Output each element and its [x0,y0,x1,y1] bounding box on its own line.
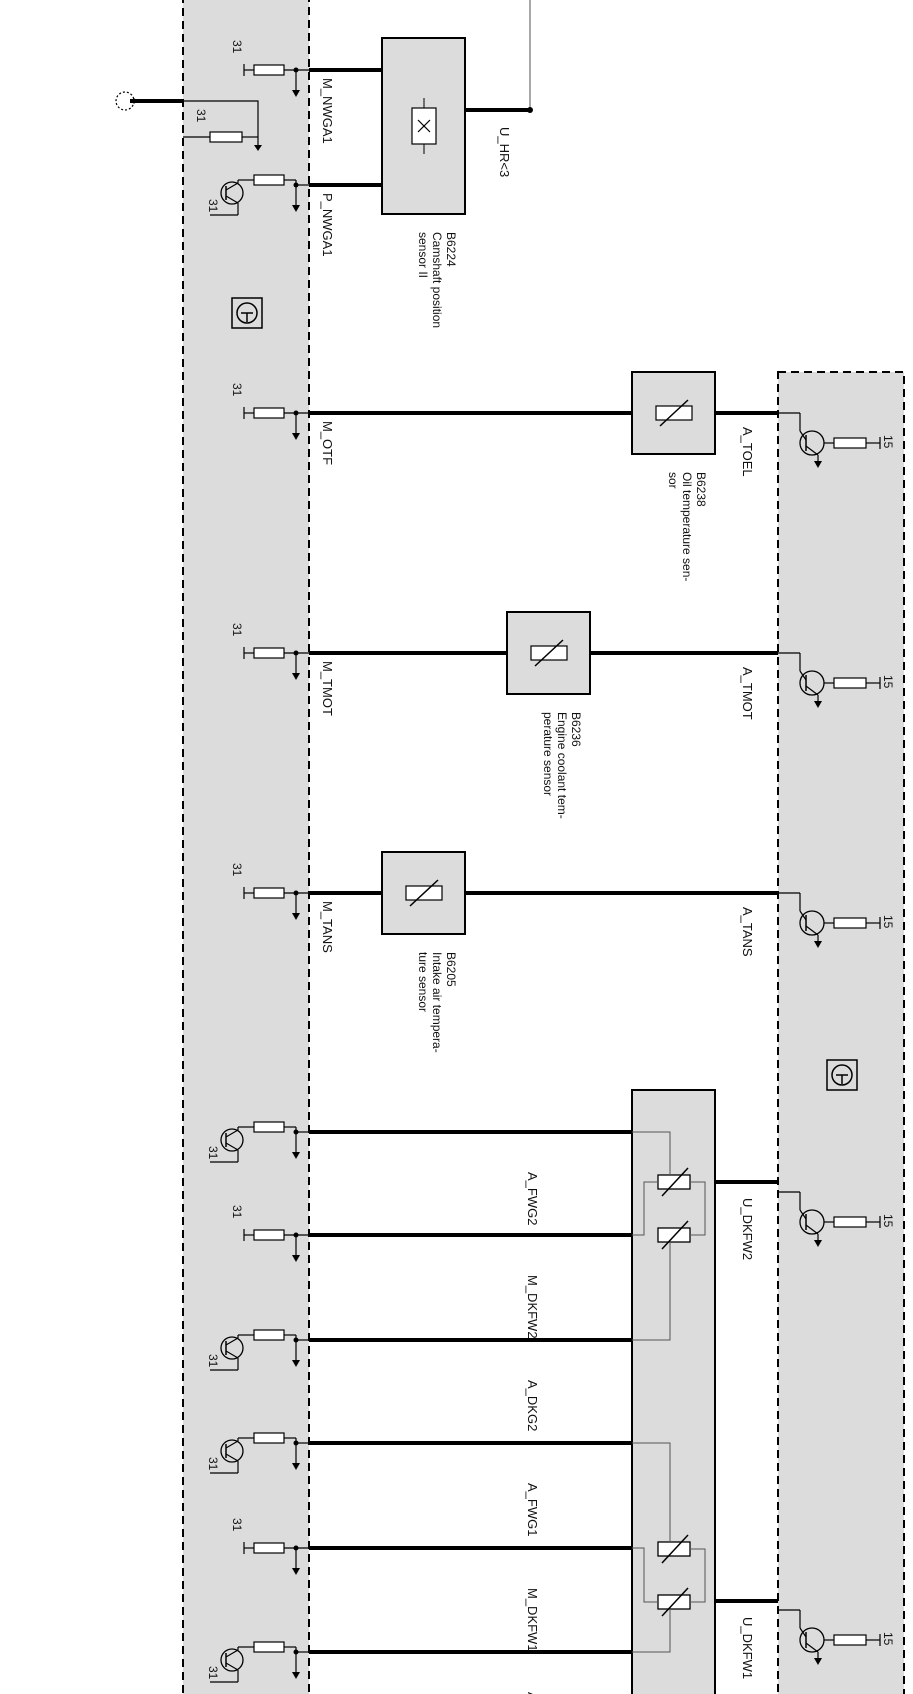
wire-label-p-nwga1: P_NWGA1 [320,193,335,257]
potentiometer-icon [632,1131,706,1653]
oil-temperature-sensor [631,371,716,455]
ground-31-label: 31 [206,1666,220,1680]
ground-31-label: 31 [230,623,244,637]
wire-label-m-dkfw1: M_DKFW1 [525,1588,540,1652]
ground-31-label: 31 [206,1354,220,1368]
pin-a-tans: 15 [778,892,895,948]
wire-label-a-d: A_D [525,1692,540,1694]
throttle-sensor-block [631,1089,716,1694]
supply-15-label: 15 [881,1214,895,1228]
supply-15-label: 15 [881,675,895,689]
left-pins: 31 31 31 31 31 31 31 31 31 31 31 [206,40,309,1683]
pin-m-tmot: 31 [230,623,309,680]
pin-a-toel: 15 [778,412,895,468]
b6236-id: B6236 [569,712,583,747]
pin-a-tmot: 15 [778,652,895,708]
wire-label-m-tans: M_TANS [320,901,335,953]
ground-31-label: 31 [230,40,244,54]
camshaft-position-sensor [381,37,466,215]
ground-symbol-icon [826,1059,858,1091]
b6224-desc-1: Camshaft position [430,232,444,328]
pin-u-dkfw2: 15 [778,1191,895,1247]
b6236-desc-2: perature sensor [541,712,555,796]
b6238-desc-1: Oil temperature sen- [680,472,694,581]
pin-a-d: 31 [206,1641,309,1683]
ground-31-label: 31 [230,383,244,397]
auxiliary-wires: 31 [115,0,533,151]
ground-31-label: 31 [230,1205,244,1219]
component-labels: B6224 Camshaft position sensor II B6238 … [416,127,708,1053]
pin-a-dkg2: 31 [206,1329,309,1371]
pin-m-otf: 31 [230,383,309,440]
ground-31-label: 31 [230,1518,244,1532]
supply-15-label: 15 [881,435,895,449]
supply-15-label: 15 [881,915,895,929]
right-pins: 15 15 15 15 15 [778,412,895,1665]
pin-p-nwga1: 31 [206,174,309,216]
pin-m-tans: 31 [230,863,309,920]
b6205-desc-2: ture sensor [416,952,430,1012]
ground-31-label: 31 [206,199,220,213]
b6224-output-label: U_HR<3 [497,127,512,177]
b6238-id: B6238 [694,472,708,507]
ground-31-label: 31 [206,1457,220,1471]
ground-symbol-icon [231,297,263,329]
wire-label-a-tans: A_TANS [740,907,755,957]
pin-a-fwg2: 31 [206,1121,309,1163]
wire-label-m-dkfw2: M_DKFW2 [525,1275,540,1339]
wire-label-a-fwg2: A_FWG2 [525,1172,540,1225]
pin-m-dkfw1: 31 [230,1518,309,1575]
b6236-desc-1: Engine coolant tem- [555,712,569,819]
wire-label-u-dkfw2: U_DKFW2 [740,1198,755,1260]
control-module-left [182,0,310,1694]
b6205-id: B6205 [444,952,458,987]
b6224-desc-2: sensor II [416,232,430,278]
wire-label-a-dkg2: A_DKG2 [525,1380,540,1431]
supply-15-label: 15 [881,1632,895,1646]
intake-air-temperature-sensor [381,851,466,935]
wire-label-a-fwg1: A_FWG1 [525,1483,540,1536]
wires [309,68,778,1654]
wire-label-m-otf: M_OTF [320,421,335,465]
pin-m-nwga1: 31 [230,40,309,97]
control-module-right [777,371,905,1694]
engine-coolant-temperature-sensor [506,611,591,695]
aux-ground-label: 31 [194,109,208,123]
b6238-desc-2: sor [666,472,680,489]
wire-label-m-tmot: M_TMOT [320,661,335,716]
b6205-desc-1: Intake air tempera- [430,952,444,1053]
wire-label-a-toel: A_TOEL [740,427,755,477]
wire-label-a-tmot: A_TMOT [740,667,755,720]
wire-label-m-nwga1: M_NWGA1 [320,78,335,144]
pin-m-dkfw2: 31 [230,1205,309,1262]
b6224-id: B6224 [444,232,458,267]
ground-31-label: 31 [230,863,244,877]
wire-label-u-dkfw1: U_DKFW1 [740,1617,755,1679]
ground-31-label: 31 [206,1146,220,1160]
pin-u-dkfw1: 15 [778,1609,895,1665]
pin-a-fwg1: 31 [206,1432,309,1474]
